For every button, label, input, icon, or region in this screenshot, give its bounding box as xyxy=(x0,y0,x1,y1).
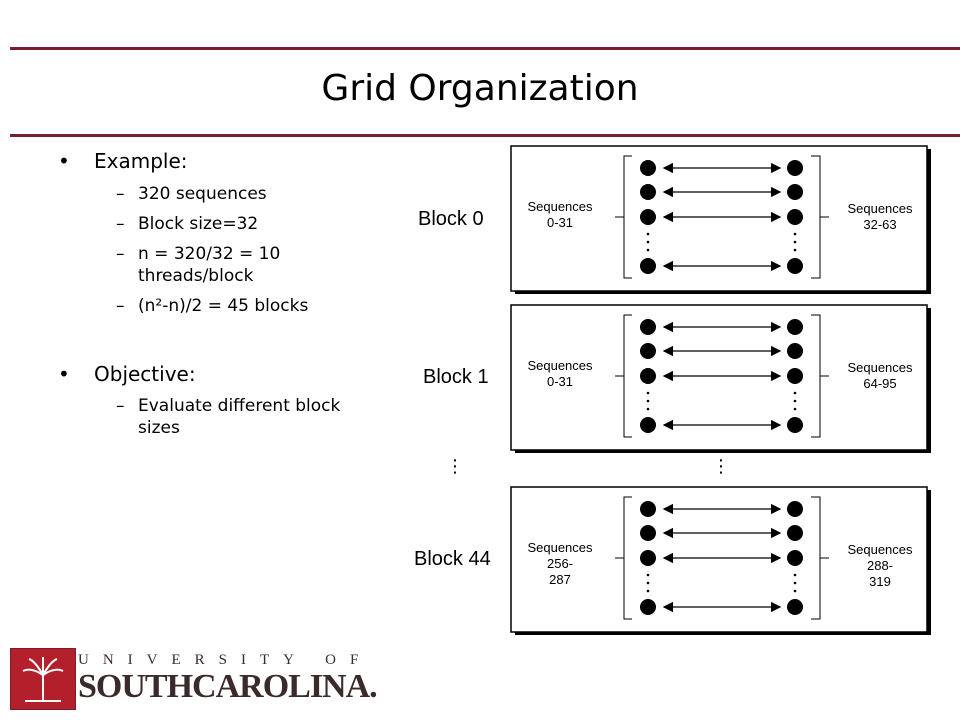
block-label-0: Block 0 xyxy=(418,208,484,230)
thread-dot xyxy=(787,343,803,359)
thread-dot xyxy=(640,599,656,615)
thread-dot xyxy=(787,258,803,274)
block-label-44: Block 44 xyxy=(414,548,491,570)
right-sequence-label: Sequences xyxy=(847,360,913,375)
bullet-example: • Example: xyxy=(58,148,378,174)
right-sequence-label: Sequences xyxy=(847,542,913,557)
sub-bullet: –n = 320/32 = 10 threads/block xyxy=(116,244,281,286)
ellipsis-dot xyxy=(793,581,797,585)
thread-dot xyxy=(640,525,656,541)
thread-dot xyxy=(787,184,803,200)
thread-dot xyxy=(640,417,656,433)
right-sequence-label: 64-95 xyxy=(863,376,896,391)
bullet-list: • Example: –320 sequences –Block size=32… xyxy=(58,148,378,439)
left-sequence-label: Sequences xyxy=(527,358,593,373)
thread-dot xyxy=(640,209,656,225)
ellipsis-dot xyxy=(793,407,797,411)
sub-bullet-text: 320 sequences xyxy=(138,184,267,204)
bullet-dot: • xyxy=(58,149,70,173)
slide-title: Grid Organization xyxy=(321,68,639,109)
left-bracket xyxy=(615,314,632,438)
ellipsis-dot xyxy=(646,232,650,236)
thread-dot xyxy=(640,501,656,517)
ellipsis-dot xyxy=(646,248,650,252)
sub-bullet: –Block size=32 xyxy=(116,214,259,234)
thread-dot xyxy=(640,550,656,566)
right-sequence-label: Sequences xyxy=(847,201,913,216)
left-sequence-label: 287 xyxy=(549,572,571,587)
ellipsis-dot xyxy=(793,232,797,236)
right-bracket xyxy=(811,155,829,279)
bullet-dot: • xyxy=(58,362,70,386)
ellipsis-dot xyxy=(646,407,650,411)
left-sequence-label: Sequences xyxy=(527,540,593,555)
ellipsis-dot xyxy=(646,399,650,403)
block-label-1: Block 1 xyxy=(423,366,489,388)
thread-dot xyxy=(640,184,656,200)
top-divider xyxy=(10,47,960,50)
sub-bullet-text: Block size=32 xyxy=(138,214,259,234)
right-sequence-label: 288- xyxy=(867,558,893,573)
thread-dot xyxy=(640,368,656,384)
thread-dot xyxy=(640,258,656,274)
palmetto-icon xyxy=(22,657,64,702)
thread-dot xyxy=(787,368,803,384)
ellipsis-dot xyxy=(646,240,650,244)
bullet-text: Objective: xyxy=(94,362,196,386)
left-sequence-label: Sequences xyxy=(527,199,593,214)
thread-dot xyxy=(787,525,803,541)
thread-dot xyxy=(787,209,803,225)
ellipsis-vertical-left: ⋮ xyxy=(446,456,464,477)
sub-bullet-text: (n²-n)/2 = 45 blocks xyxy=(138,296,309,316)
right-sequence-label: 32-63 xyxy=(863,217,896,232)
thread-dot xyxy=(787,599,803,615)
thread-dot xyxy=(787,319,803,335)
ellipsis-dot xyxy=(793,589,797,593)
left-sequence-label: 256- xyxy=(547,556,573,571)
bullet-text: Example: xyxy=(94,149,188,173)
ellipsis-dot xyxy=(793,399,797,403)
title-divider xyxy=(10,134,960,137)
left-bracket xyxy=(615,496,632,620)
thread-dot xyxy=(640,343,656,359)
palmetto-logo xyxy=(10,648,76,710)
sub-bullet-text: Evaluate different block sizes xyxy=(138,396,341,438)
left-sequence-label: 0-31 xyxy=(547,374,573,389)
sub-bullet: –320 sequences xyxy=(116,184,267,204)
thread-dot xyxy=(640,319,656,335)
right-bracket xyxy=(811,496,829,620)
ellipsis-dot xyxy=(793,248,797,252)
left-bracket xyxy=(615,155,632,279)
ellipsis-dot xyxy=(793,240,797,244)
university-line: UNIVERSITY OF xyxy=(78,652,373,668)
ellipsis-dot xyxy=(646,581,650,585)
bullet-objective: • Objective: xyxy=(58,361,378,387)
university-name: SOUTHCAROLINA. xyxy=(78,668,378,705)
sub-bullet: –(n²-n)/2 = 45 blocks xyxy=(116,296,309,316)
thread-dot xyxy=(787,501,803,517)
ellipsis-dot xyxy=(646,391,650,395)
thread-dot xyxy=(640,160,656,176)
right-bracket xyxy=(811,314,829,438)
right-sequence-label: 319 xyxy=(869,574,891,589)
ellipsis-dot xyxy=(793,391,797,395)
sub-bullet-text: n = 320/32 = 10 threads/block xyxy=(138,244,281,286)
thread-dot xyxy=(787,160,803,176)
thread-dot xyxy=(787,417,803,433)
thread-dot xyxy=(787,550,803,566)
left-sequence-label: 0-31 xyxy=(547,215,573,230)
sub-bullet: –Evaluate different block sizes xyxy=(116,396,341,438)
ellipsis-dot xyxy=(793,573,797,577)
ellipsis-dot xyxy=(646,573,650,577)
ellipsis-vertical-middle: ⋮ xyxy=(712,456,730,477)
ellipsis-dot xyxy=(646,589,650,593)
